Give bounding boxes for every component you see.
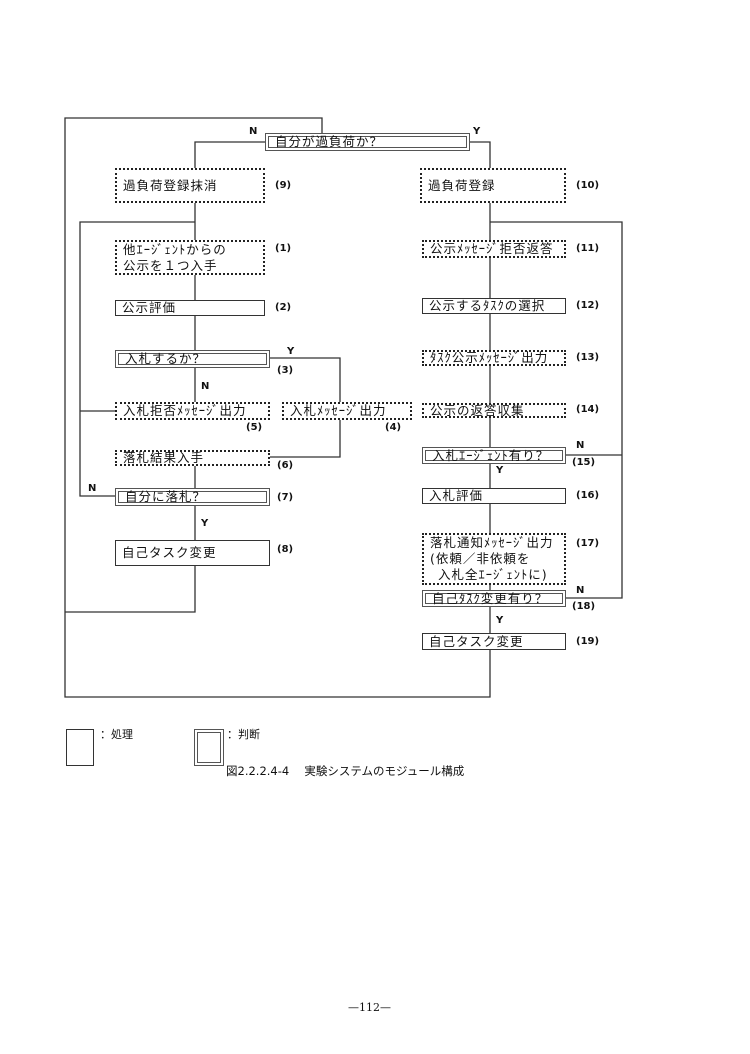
step-number: (12) xyxy=(576,300,600,311)
process-reject-announcement: 公示ﾒｯｾｰｼﾞ拒否返答 xyxy=(422,240,566,258)
connector-b4-b6 xyxy=(270,420,341,458)
process-output-task-announcement: ﾀｽｸ公示ﾒｯｾｰｼﾞ出力 xyxy=(422,350,566,366)
page-number: —112— xyxy=(348,1001,391,1014)
box-label: 入札評価 xyxy=(429,488,484,503)
box-label: 公示の返答収集 xyxy=(430,402,525,418)
box-label: 自分に落札？ xyxy=(125,489,207,504)
branch-n-label: N xyxy=(576,440,585,451)
box-label: 他ｴｰｼﾞｪﾝﾄからの xyxy=(123,241,227,257)
step-number: (7) xyxy=(277,492,294,503)
legend-process-symbol xyxy=(66,729,94,766)
process-output-bid-reject: 入札拒否ﾒｯｾｰｼﾞ出力 xyxy=(115,402,270,420)
process-change-own-task-2: 自己タスク変更 xyxy=(422,633,566,650)
decision-bidders-exist: 入札ｴｰｼﾞｪﾝﾄ有り？ xyxy=(422,447,566,464)
process-evaluate-bids: 入札評価 xyxy=(422,488,566,504)
step-number: (16) xyxy=(576,490,600,501)
process-register-overload: 過負荷登録 xyxy=(420,168,566,203)
step-number: (10) xyxy=(576,180,600,191)
box-label: ﾀｽｸ公示ﾒｯｾｰｼﾞ出力 xyxy=(430,350,549,365)
branch-y-label: Y xyxy=(496,615,504,626)
branch-y-label: Y xyxy=(496,465,504,476)
step-number: (13) xyxy=(576,352,600,363)
box-label: 入札拒否ﾒｯｾｰｼﾞ出力 xyxy=(123,403,247,418)
step-number: (18) xyxy=(572,601,596,612)
step-number: (9) xyxy=(275,180,292,191)
legend-decision-symbol xyxy=(194,729,224,766)
connector-right-loop xyxy=(490,221,623,599)
box-label: 入札するか？ xyxy=(125,351,207,366)
decision-overloaded: 自分が過負荷か？ xyxy=(265,133,470,151)
step-number: (17) xyxy=(576,538,600,549)
decision-task-change: 自己ﾀｽｸ変更有り？ xyxy=(422,590,566,607)
step-number: (3) xyxy=(277,365,294,376)
process-get-award-result: 落札結果入手 xyxy=(115,450,270,466)
box-label: 自己タスク変更 xyxy=(429,633,524,649)
process-collect-replies: 公示の返答収集 xyxy=(422,403,566,418)
box-label: 過負荷登録 xyxy=(428,177,496,193)
figure-caption: 図2.2.2.4-4 実験システムのモジュール構成 xyxy=(226,764,465,778)
process-change-own-task: 自己タスク変更 xyxy=(115,540,270,566)
step-number: (14) xyxy=(576,404,600,415)
decision-bid: 入札するか？ xyxy=(115,350,270,368)
process-get-announcement: 他ｴｰｼﾞｪﾝﾄからの公示を１つ入手 xyxy=(115,240,265,275)
decision-awarded-self: 自分に落札？ xyxy=(115,488,270,506)
process-output-bid: 入札ﾒｯｾｰｼﾞ出力 xyxy=(282,402,412,420)
box-label: 落札結果入手 xyxy=(123,450,205,465)
connector-b0-y xyxy=(470,141,491,168)
branch-n-label: N xyxy=(88,483,97,494)
step-number: (19) xyxy=(576,636,600,647)
step-number: (2) xyxy=(275,302,292,313)
connector-b3-y xyxy=(270,357,341,402)
box-label: 入札全ｴｰｼﾞｪﾝﾄに) xyxy=(438,567,548,582)
box-label: 自分が過負荷か？ xyxy=(275,134,384,149)
box-label: 自己ﾀｽｸ変更有り？ xyxy=(432,590,549,606)
step-number: (15) xyxy=(572,457,596,468)
box-label: 自己タスク変更 xyxy=(122,545,217,560)
box-label: 過負荷登録抹消 xyxy=(123,177,218,193)
branch-y-label: Y xyxy=(287,346,295,357)
box-label: (依頼／非依頼を xyxy=(430,551,531,566)
branch-n-label: N xyxy=(576,585,585,596)
connector-b0-n xyxy=(194,141,265,168)
process-unregister-overload: 過負荷登録抹消 xyxy=(115,168,265,203)
legend-process-label: ：処理 xyxy=(100,728,133,741)
process-select-task: 公示するﾀｽｸの選択 xyxy=(422,298,566,314)
box-label: 入札ﾒｯｾｰｼﾞ出力 xyxy=(290,403,387,418)
box-label: 公示ﾒｯｾｰｼﾞ拒否返答 xyxy=(430,241,554,256)
connector-b8-loop xyxy=(65,566,196,613)
box-label: 落札通知ﾒｯｾｰｼﾞ出力 xyxy=(430,535,554,550)
step-number: (6) xyxy=(277,460,294,471)
box-label: 公示するﾀｽｸの選択 xyxy=(429,298,546,313)
box-label: 入札ｴｰｼﾞｪﾝﾄ有り？ xyxy=(432,447,550,463)
connector-left-loop xyxy=(79,221,195,497)
box-label: 公示を１つ入手 xyxy=(123,257,218,273)
branch-n-label: N xyxy=(249,126,258,137)
step-number: (4) xyxy=(385,422,402,433)
branch-n-label: N xyxy=(201,381,210,392)
process-output-award-notice: 落札通知ﾒｯｾｰｼﾞ出力(依頼／非依頼を入札全ｴｰｼﾞｪﾝﾄに) xyxy=(422,533,566,585)
box-label: 公示評価 xyxy=(122,300,177,315)
step-number: (5) xyxy=(246,422,263,433)
step-number: (8) xyxy=(277,544,294,555)
legend-decision-label: ：判断 xyxy=(227,728,260,741)
branch-y-label: Y xyxy=(473,126,481,137)
step-number: (1) xyxy=(275,243,292,254)
branch-y-label: Y xyxy=(201,518,209,529)
connector-outer-loop xyxy=(64,117,491,698)
process-evaluate-announcement: 公示評価 xyxy=(115,300,265,316)
step-number: (11) xyxy=(576,243,600,254)
